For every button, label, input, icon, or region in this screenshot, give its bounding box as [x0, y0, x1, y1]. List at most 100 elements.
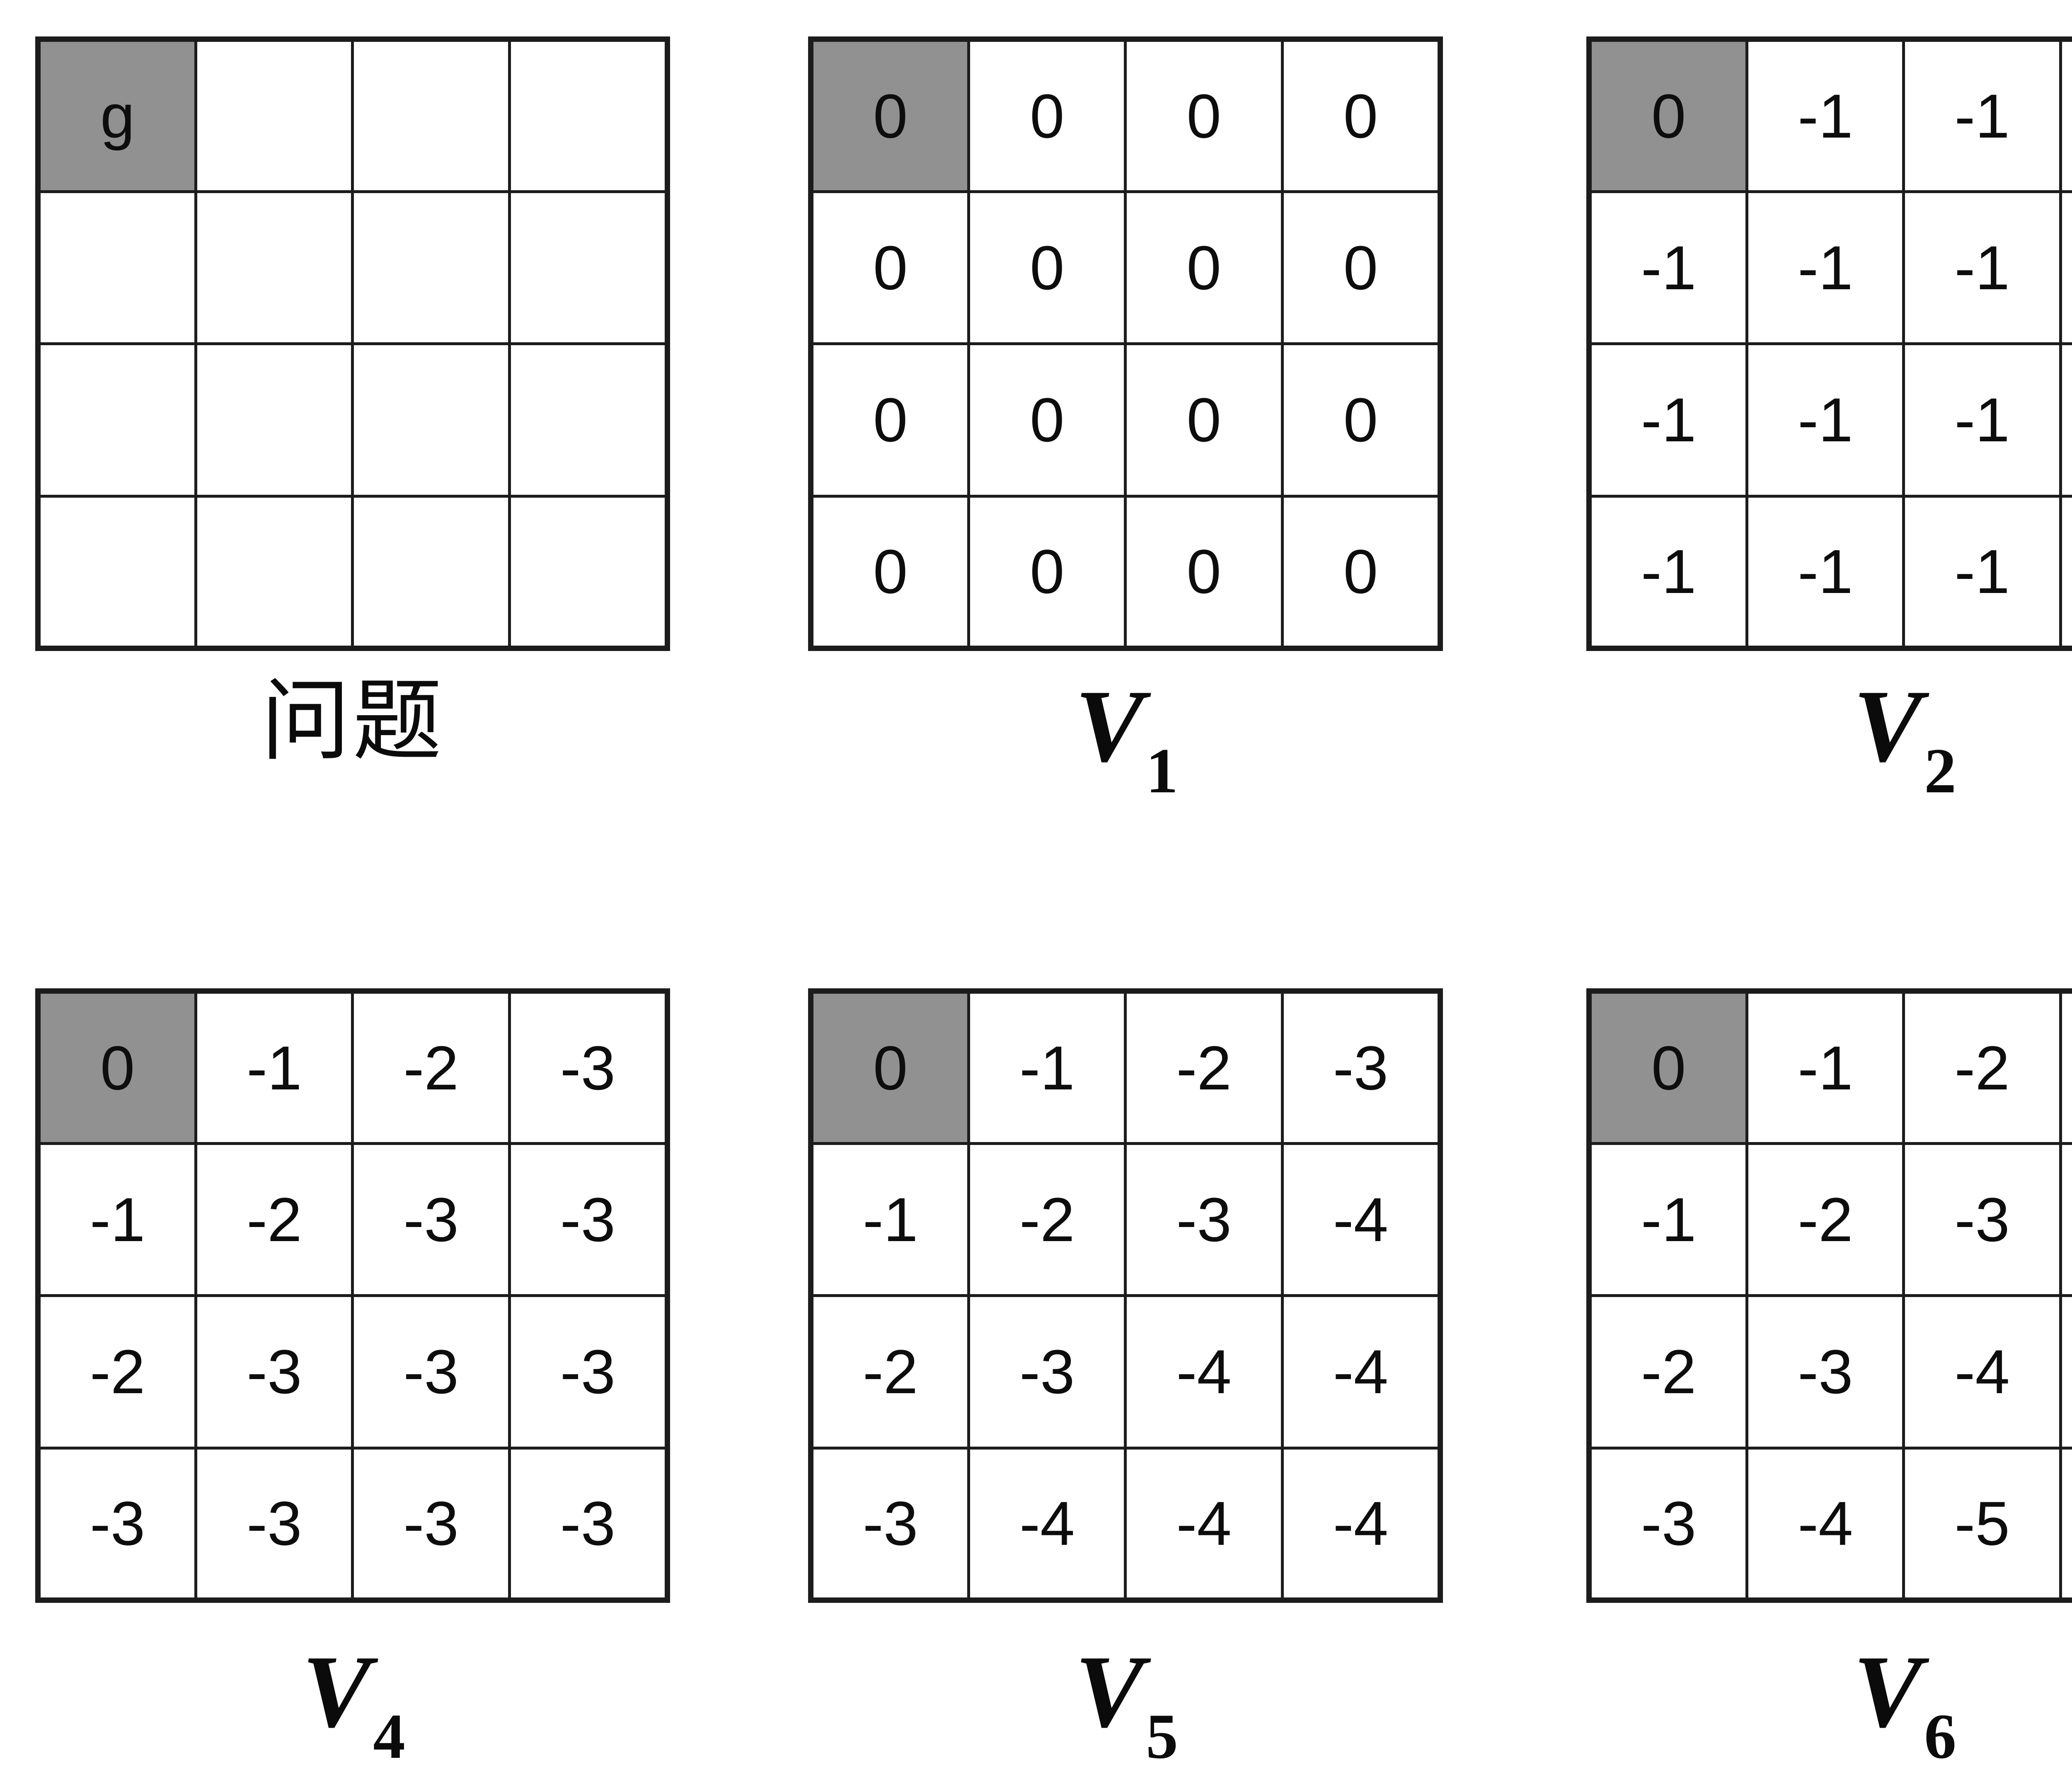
grid-cell[interactable]: -1	[2059, 190, 2072, 345]
grid-cell[interactable]: -5	[1902, 1446, 2062, 1602]
grid-cell[interactable]: -3	[351, 1446, 511, 1602]
grid-cell[interactable]: 0	[809, 494, 971, 650]
grid-cell[interactable]: -3	[1587, 1446, 1749, 1602]
grid-cell[interactable]: -2	[351, 990, 511, 1145]
grid-cell[interactable]: -5	[2059, 1446, 2072, 1602]
grid-cell[interactable]: -3	[1745, 1294, 1905, 1450]
grid-cell[interactable]	[194, 190, 354, 345]
grid-cell[interactable]	[194, 494, 354, 650]
grid-cell[interactable]	[351, 38, 511, 193]
grid-cell[interactable]: -1	[1587, 494, 1749, 650]
grid-cell[interactable]: -4	[1745, 1446, 1905, 1602]
grid-cell[interactable]	[508, 342, 669, 498]
grid-cell-goal[interactable]: 0	[1587, 990, 1749, 1145]
grid-cell[interactable]: -2	[36, 1294, 198, 1450]
grid-cell[interactable]	[36, 190, 198, 345]
grid-cell[interactable]: -1	[1745, 494, 1905, 650]
grid-cell[interactable]: 0	[1280, 494, 1442, 650]
grid-cell[interactable]	[351, 494, 511, 650]
grid-cell[interactable]: 0	[967, 38, 1127, 193]
grid-cell[interactable]: -3	[508, 1142, 669, 1297]
grid-cell[interactable]: -2	[809, 1294, 971, 1450]
grid-cell[interactable]: -1	[2059, 38, 2072, 193]
grid-cell[interactable]: -1	[1587, 1142, 1749, 1297]
grid-cell[interactable]: -3	[2059, 990, 2072, 1145]
grid-cell[interactable]: -1	[1902, 38, 2062, 193]
grid-cell[interactable]	[508, 190, 669, 345]
grid-cell[interactable]: -3	[1124, 1142, 1284, 1297]
grid-cell[interactable]: 0	[1124, 342, 1284, 498]
grid-cell[interactable]: -3	[809, 1446, 971, 1602]
value-grid: g	[35, 36, 670, 651]
table-row: 0 0 0 0	[809, 190, 1442, 345]
grid-cell[interactable]: -1	[809, 1142, 971, 1297]
grid-cell[interactable]: -4	[1124, 1446, 1284, 1602]
grid-cell[interactable]: -4	[1124, 1294, 1284, 1450]
grid-cell[interactable]: -1	[2059, 342, 2072, 498]
grid-cell[interactable]: -4	[1280, 1446, 1442, 1602]
grid-cell[interactable]	[194, 342, 354, 498]
grid-cell[interactable]: -3	[967, 1294, 1127, 1450]
grid-cell[interactable]: -1	[1587, 190, 1749, 345]
grid-cell[interactable]: -3	[508, 1446, 669, 1602]
grid-cell[interactable]: -4	[2059, 1142, 2072, 1297]
grid-cell[interactable]: -3	[1280, 990, 1442, 1145]
grid-cell-goal[interactable]: 0	[1587, 38, 1749, 193]
grid-cell-goal[interactable]: g	[36, 38, 198, 193]
grid-cell[interactable]: -3	[508, 990, 669, 1145]
grid-cell[interactable]: -2	[1902, 990, 2062, 1145]
grid-cell[interactable]: -3	[36, 1446, 198, 1602]
grid-cell[interactable]: -1	[1902, 342, 2062, 498]
grid-cell[interactable]: -3	[508, 1294, 669, 1450]
grid-cell[interactable]: -1	[2059, 494, 2072, 650]
grid-cell[interactable]	[351, 190, 511, 345]
grid-cell[interactable]	[351, 342, 511, 498]
grid-cell[interactable]: 0	[1280, 190, 1442, 345]
grid-cell[interactable]: 0	[967, 190, 1127, 345]
grid-cell[interactable]: -1	[1902, 494, 2062, 650]
grid-cell[interactable]: -1	[36, 1142, 198, 1297]
grid-cell[interactable]: 0	[809, 342, 971, 498]
grid-cell[interactable]	[36, 342, 198, 498]
grid-cell[interactable]: 0	[1280, 38, 1442, 193]
grid-cell[interactable]: -3	[351, 1142, 511, 1297]
grid-cell[interactable]: 0	[1280, 342, 1442, 498]
grid-cell[interactable]: -3	[351, 1294, 511, 1450]
grid-cell[interactable]: -1	[1745, 190, 1905, 345]
grid-cell[interactable]: -4	[1280, 1294, 1442, 1450]
grid-cell[interactable]: -4	[1902, 1294, 2062, 1450]
grid-cell[interactable]: -1	[1745, 342, 1905, 498]
caption-text: V1	[1075, 669, 1178, 806]
grid-cell[interactable]: 0	[1124, 190, 1284, 345]
grid-cell[interactable]: -4	[1280, 1142, 1442, 1297]
grid-cell[interactable]: -3	[1902, 1142, 2062, 1297]
grid-cell[interactable]: -1	[967, 990, 1127, 1145]
grid-cell[interactable]: -5	[2059, 1294, 2072, 1450]
grid-cell[interactable]: -1	[1745, 990, 1905, 1145]
caption-text: V4	[302, 1634, 405, 1772]
grid-cell[interactable]: -1	[1587, 342, 1749, 498]
grid-cell[interactable]: -2	[1587, 1294, 1749, 1450]
grid-cell[interactable]	[36, 494, 198, 650]
grid-cell[interactable]: 0	[1124, 38, 1284, 193]
grid-cell[interactable]: -2	[967, 1142, 1127, 1297]
grid-cell[interactable]	[508, 494, 669, 650]
grid-cell-goal[interactable]: 0	[36, 990, 198, 1145]
grid-cell[interactable]: -2	[1124, 990, 1284, 1145]
grid-cell[interactable]: -2	[1745, 1142, 1905, 1297]
grid-cell[interactable]: 0	[1124, 494, 1284, 650]
grid-cell-goal[interactable]: 0	[809, 38, 971, 193]
grid-cell[interactable]	[194, 38, 354, 193]
grid-cell-goal[interactable]: 0	[809, 990, 971, 1145]
grid-cell[interactable]: -3	[194, 1446, 354, 1602]
grid-cell[interactable]: -2	[194, 1142, 354, 1297]
grid-cell[interactable]: -1	[1902, 190, 2062, 345]
grid-cell[interactable]: -3	[194, 1294, 354, 1450]
grid-cell[interactable]: 0	[809, 190, 971, 345]
grid-cell[interactable]	[508, 38, 669, 193]
grid-cell[interactable]: -1	[194, 990, 354, 1145]
grid-cell[interactable]: -4	[967, 1446, 1127, 1602]
grid-cell[interactable]: 0	[967, 494, 1127, 650]
grid-cell[interactable]: -1	[1745, 38, 1905, 193]
grid-cell[interactable]: 0	[967, 342, 1127, 498]
